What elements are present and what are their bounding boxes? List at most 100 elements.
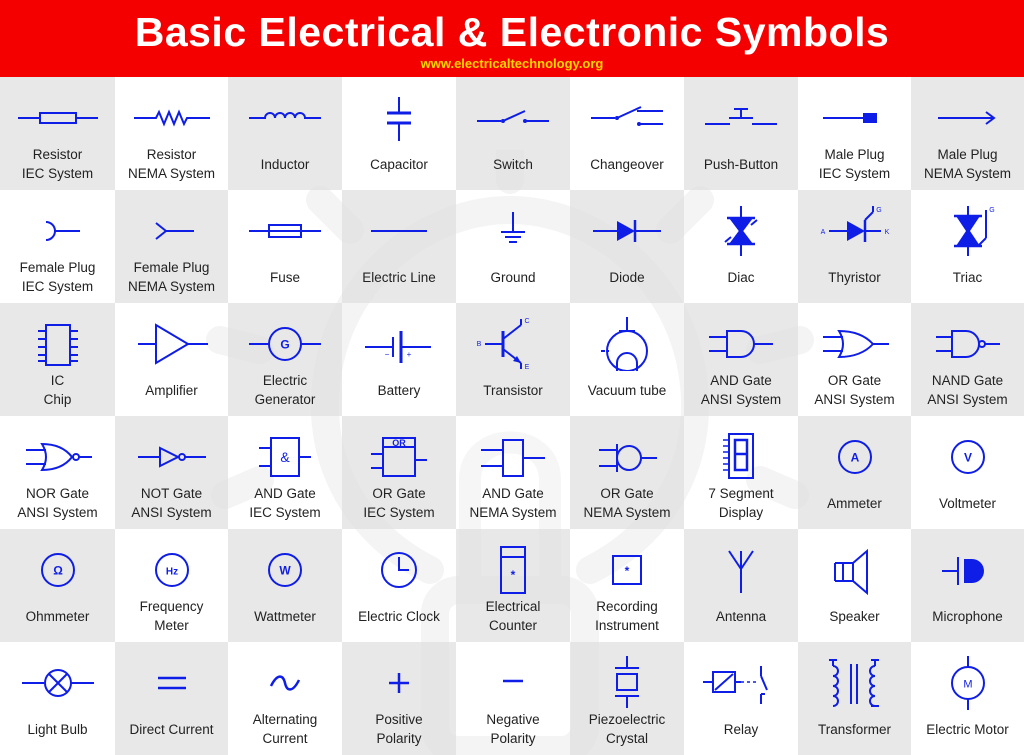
symbol-label: Wattmeter (230, 595, 340, 637)
symbol-label-line2: Meter (154, 618, 189, 633)
symbol-label: Vacuum tube (572, 369, 682, 411)
symbol-label: Ohmmeter (2, 595, 113, 637)
diac-icon (724, 206, 758, 256)
symbol-label-line1: Male Plug (937, 147, 998, 162)
symbol-label-line1: Triac (952, 269, 983, 285)
push-button-icon (705, 108, 777, 125)
symbol-label-line2: NEMA System (583, 505, 671, 520)
symbol-label-line2: IEC System (818, 166, 891, 181)
symbol-label-line2: Display (718, 505, 764, 520)
ammeter-icon: A (837, 440, 872, 474)
svg-text:B: B (477, 341, 482, 348)
symbol-label-line2: NEMA System (127, 166, 216, 181)
symbol-label-line1: OR Gate (600, 486, 654, 501)
symbol-label-line1: Amplifier (145, 382, 198, 398)
symbol-label-line1: Resistor (32, 147, 83, 162)
symbol-cell-microphone: Microphone (911, 529, 1024, 642)
motor-icon: M (950, 656, 985, 710)
symbol-label-line1: Battery (377, 382, 421, 398)
symbol-label-line1: Electric Line (362, 269, 436, 285)
symbol-label-line1: OR Gate (827, 373, 882, 388)
svg-text:G: G (876, 207, 881, 214)
symbol-label-line1: Positive (375, 712, 423, 727)
and-gate-iec-icon: & (259, 437, 311, 477)
symbol-label-line1: Ohmmeter (25, 608, 90, 624)
symbol-label-line1: Resistor (146, 147, 197, 162)
vacuum-tube-icon (601, 317, 648, 371)
symbol-label: Inductor (230, 143, 340, 185)
symbol-label: Electric Line (344, 256, 454, 298)
nor-gate-ansi-icon (25, 442, 92, 472)
symbol-label-line1: NOR Gate (25, 486, 90, 501)
or-gate-iec-icon: OR (371, 437, 427, 477)
positive-polarity-icon (389, 673, 409, 693)
transistor-icon: BCE (477, 318, 530, 371)
symbol-label-line1: Inductor (260, 156, 310, 172)
symbol-label: Amplifier (117, 369, 226, 411)
symbol-cell-capacitor: Capacitor (342, 77, 456, 190)
svg-text:C: C (524, 318, 529, 325)
female-plug-nema-icon (154, 222, 194, 240)
or-gate-nema-icon (599, 444, 657, 472)
nand-gate-ansi-icon (935, 330, 1000, 358)
triac-icon: G (953, 206, 994, 256)
symbol-label: Direct Current (117, 708, 226, 750)
symbol-label-line1: Vacuum tube (587, 382, 667, 398)
male-plug-iec-icon (822, 113, 877, 123)
symbol-label: Fuse (230, 256, 340, 298)
symbol-label-line1: Switch (493, 156, 533, 172)
symbol-label: Thyristor (800, 256, 909, 298)
symbol-cell-ground: Ground (456, 190, 570, 303)
symbol-label-line1: Diode (609, 269, 645, 285)
voltmeter-icon: V (950, 440, 985, 474)
capacitor-icon (387, 97, 411, 141)
symbol-label-line1: Voltmeter (938, 495, 997, 511)
microphone-icon (941, 557, 984, 585)
symbol-label-line1: Electric Motor (926, 721, 1009, 737)
wattmeter-icon: W (268, 553, 302, 587)
fuse-icon (249, 224, 321, 238)
symbol-cell-electric-line: Electric Line (342, 190, 456, 303)
symbol-cell-light-bulb: Light Bulb (0, 642, 115, 755)
symbol-label: Ground (458, 256, 568, 298)
symbol-label-line2: IEC System (21, 279, 94, 294)
symbol-label: Light Bulb (2, 708, 113, 750)
symbol-label: Switch (458, 143, 568, 185)
symbol-label-line1: Thyristor (828, 269, 881, 285)
symbol-label: Changeover (572, 143, 682, 185)
symbol-label-line2: Counter (488, 618, 538, 633)
symbol-label-line1: Direct Current (129, 721, 214, 737)
svg-text:&: & (280, 449, 290, 465)
svg-text:A: A (820, 229, 825, 236)
symbol-cell-voltmeter: V Voltmeter (911, 416, 1024, 529)
symbol-cell-inductor: Inductor (228, 77, 342, 190)
symbol-label-line1: Antenna (715, 608, 767, 624)
svg-text:G: G (989, 207, 994, 214)
header-banner: Basic Electrical & Electronic Symbols ww… (0, 0, 1024, 77)
symbol-label-line1: Speaker (829, 608, 880, 624)
symbol-label-line2: IEC System (363, 505, 435, 520)
symbol-label-line1: Electric Clock (358, 608, 440, 624)
svg-text:G: G (280, 338, 289, 352)
source-url: www.electricaltechnology.org (420, 56, 604, 71)
symbol-cell-switch: Switch (456, 77, 570, 190)
negative-polarity-icon (503, 679, 523, 683)
symbol-label-line1: NOT Gate (140, 486, 203, 501)
